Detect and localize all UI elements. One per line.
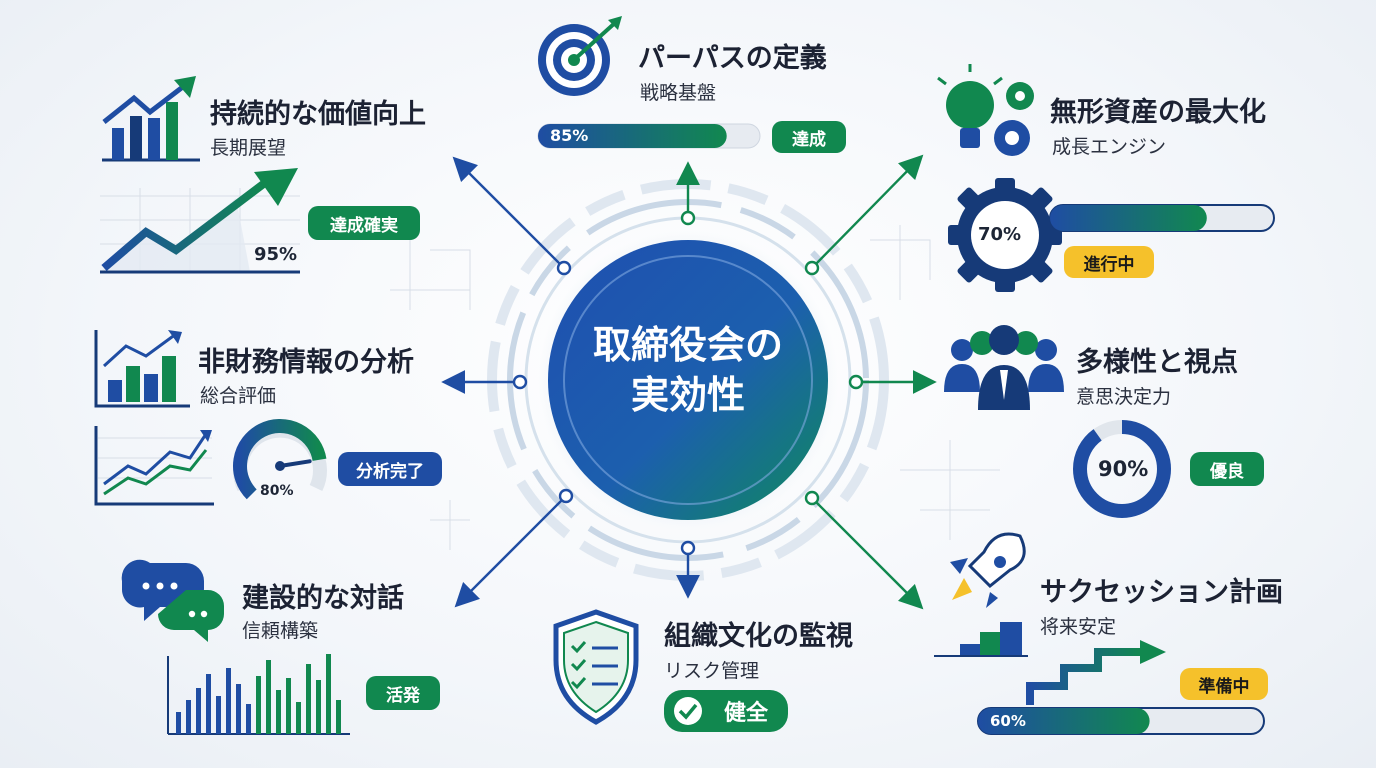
check-icon: [678, 703, 698, 720]
sustainable-title: 持続的な価値向上: [210, 99, 426, 130]
purpose-subtitle: 戦略基盤: [640, 82, 717, 104]
rocket-icon: [950, 532, 1026, 608]
intangible-status-badge: 進行中: [1064, 246, 1154, 278]
sustainable-status-badge: 達成確実: [308, 206, 420, 240]
gauge-needle: [278, 459, 312, 468]
nonfinancial-value: 80%: [260, 483, 294, 499]
center-title: 取締役会の 実効性: [548, 320, 828, 420]
succession-value: 60%: [990, 712, 1026, 730]
culture-subtitle: リスク管理: [664, 660, 760, 682]
nonfinancial-status-badge: 分析完了: [338, 452, 442, 486]
target-icon: [538, 16, 622, 96]
succession-subtitle: 将来安定: [1040, 616, 1117, 638]
connectors: [441, 154, 937, 610]
gauge-icon: [233, 419, 327, 500]
nonfinancial-subtitle: 総合評価: [200, 385, 277, 407]
center-circle: [548, 240, 828, 520]
diversity-ring: [1073, 420, 1171, 518]
connector-dialogue: [454, 495, 567, 608]
purpose-status-badge: 達成: [772, 121, 846, 153]
bar-chart-icon: [94, 330, 190, 408]
connector-succession: [811, 497, 924, 610]
step-chart-icon: [934, 622, 1028, 657]
shield-checklist-icon: [553, 609, 639, 725]
intangible-value: 70%: [978, 224, 1022, 245]
purpose-title: パーパスの定義: [638, 43, 827, 74]
culture-status-badge: 健全: [723, 701, 768, 726]
succession-progress-fill: [978, 708, 1150, 734]
purpose-value: 85%: [550, 126, 589, 145]
culture-title: 組織文化の監視: [664, 621, 853, 652]
dialogue-status-badge: 活発: [366, 676, 440, 710]
nonfinancial-title: 非財務情報の分析: [198, 347, 414, 378]
nonfinancial-gauge-fill: [233, 419, 327, 500]
sustainable-value: 95%: [254, 244, 298, 265]
histogram-icon: [167, 654, 350, 735]
dialogue-title: 建設的な対話: [242, 583, 404, 614]
growth-chart-icon: [102, 76, 200, 162]
sustainable-subtitle: 長期展望: [210, 137, 287, 159]
center-title-line1: 取締役会の: [592, 323, 783, 367]
gear-icon: [948, 178, 1062, 292]
connector-sustainable: [452, 156, 565, 269]
center-title-line2: 実効性: [630, 373, 745, 417]
background-grid: [390, 225, 1000, 550]
dialogue-subtitle: 信頼構築: [242, 620, 319, 642]
connector-intangible: [811, 154, 924, 269]
intangible-subtitle: 成長エンジン: [1052, 136, 1167, 158]
diversity-title: 多様性と視点: [1076, 347, 1238, 378]
succession-title: サクセッション計画: [1040, 577, 1283, 608]
intangible-title: 無形資産の最大化: [1050, 97, 1266, 128]
lightbulb-gears-icon: [937, 64, 1034, 156]
diversity-value: 90%: [1098, 457, 1149, 481]
diversity-status-badge: 優良: [1190, 452, 1264, 486]
succession-status-badge: 準備中: [1180, 668, 1268, 700]
chat-bubbles-icon: [121, 559, 224, 642]
people-group-icon: [944, 325, 1064, 410]
purpose-progress-fill: [538, 124, 727, 148]
trend-chart-icon: [100, 168, 300, 274]
intangible-progress-fill: [1050, 205, 1207, 231]
line-chart-icon: [94, 426, 214, 506]
diversity-subtitle: 意思決定力: [1076, 386, 1172, 408]
staircase-arrow-icon: [1026, 640, 1166, 705]
